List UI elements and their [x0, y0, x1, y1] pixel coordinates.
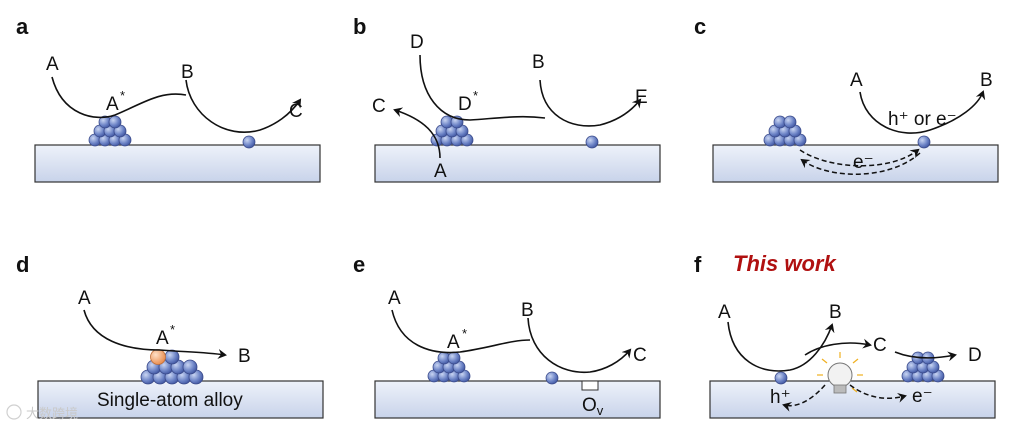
support-slab — [712, 144, 999, 183]
electron-transfer-arrow-return — [800, 152, 921, 175]
oxygen-vacancy — [581, 380, 599, 391]
nanoparticle-cluster — [763, 115, 807, 147]
watermark-text: 大数跨境 — [26, 407, 78, 422]
dopant-atom — [150, 349, 166, 365]
label-electron: e⁻ — [912, 386, 933, 407]
superscript-star: * — [170, 322, 175, 337]
reaction-arrow-ab — [727, 321, 835, 372]
superscript-star: * — [473, 88, 478, 103]
panel-label-c: c — [694, 14, 706, 39]
label-A-star: A — [156, 328, 169, 349]
reaction-arrow-a — [51, 76, 187, 119]
this-work-title: This work — [733, 251, 837, 276]
panel-label-a: a — [16, 14, 29, 39]
reaction-arrow-b — [527, 317, 632, 374]
reaction-arrow-b — [185, 79, 302, 133]
label-D: D — [968, 345, 982, 366]
label-D-star: D — [458, 94, 472, 115]
label-C: C — [372, 96, 386, 117]
label-C: C — [633, 345, 647, 366]
watermark: 大数跨境 — [6, 404, 78, 422]
light-bulb-icon — [817, 352, 863, 394]
label-B: B — [532, 52, 545, 73]
reaction-arrow — [83, 309, 227, 359]
superscript-star: * — [120, 88, 125, 103]
support-slab — [374, 380, 661, 419]
panel-label-b: b — [353, 14, 366, 39]
alloy-cluster — [140, 349, 204, 385]
label-B: B — [980, 70, 993, 91]
nanoparticle-cluster — [901, 351, 945, 383]
label-electron: e⁻ — [853, 152, 874, 173]
label-C: C — [873, 335, 887, 356]
single-atom — [545, 371, 559, 385]
single-atom — [917, 135, 931, 149]
label-A: A — [850, 70, 863, 91]
electron-transfer-arrow — [849, 384, 907, 403]
reaction-arrow-b — [539, 79, 642, 127]
panel-d: d A A * B Single-atom alloy — [16, 252, 324, 419]
label-A: A — [388, 288, 401, 309]
nanoparticle-cluster — [427, 351, 471, 383]
label-B: B — [181, 62, 194, 83]
panel-label-d: d — [16, 252, 29, 277]
panel-c: c A B h⁺ or e⁻ e⁻ — [694, 14, 999, 183]
support-slab — [37, 380, 324, 419]
label-hole: h⁺ — [770, 387, 791, 408]
label-C: C — [289, 101, 303, 122]
label-A-star: A — [106, 94, 119, 115]
label-A: A — [434, 161, 447, 182]
reaction-arrow-d — [419, 54, 546, 121]
reaction-arrow — [859, 90, 986, 134]
panel-e: e A A * B C Ov — [353, 252, 661, 419]
panel-b: b D C D * B E A — [353, 14, 661, 183]
label-h-or-e: h⁺ or e⁻ — [888, 109, 957, 130]
single-atom — [585, 135, 599, 149]
reaction-arrow-d — [894, 351, 957, 362]
label-B: B — [521, 300, 534, 321]
watermark-logo-icon — [6, 404, 22, 420]
label-D: D — [410, 32, 424, 53]
label-A: A — [46, 54, 59, 75]
reaction-arrow-c — [393, 107, 441, 159]
panel-f: f This work A B C D h⁺ e⁻ — [694, 251, 996, 419]
label-A: A — [78, 288, 91, 309]
label-B: B — [238, 346, 251, 367]
support-slab — [374, 144, 661, 183]
support-slab — [34, 144, 321, 183]
panel-label-f: f — [694, 252, 702, 277]
electron-transfer-arrow — [799, 148, 920, 167]
label-A: A — [718, 302, 731, 323]
label-E: E — [635, 87, 648, 108]
reaction-arrow-c — [804, 338, 872, 356]
label-Ov: Ov — [582, 395, 604, 418]
hole-transfer-arrow — [782, 384, 826, 412]
reaction-arrow-a — [391, 309, 531, 354]
panel-a: a A A * B C — [16, 14, 321, 183]
single-atom — [242, 135, 256, 149]
single-atom — [774, 371, 788, 385]
panel-label-e: e — [353, 252, 365, 277]
label-A-star: A — [447, 332, 460, 353]
nanoparticle-cluster — [88, 115, 132, 147]
slab-label: Single-atom alloy — [97, 390, 243, 411]
label-B: B — [829, 302, 842, 323]
superscript-star: * — [462, 326, 467, 341]
